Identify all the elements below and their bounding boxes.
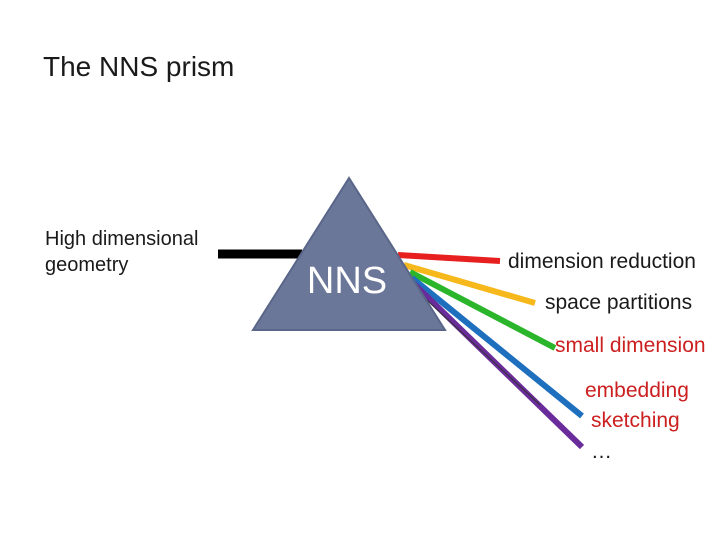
beam-dark-edge	[415, 289, 541, 406]
prism-triangle	[251, 176, 447, 331]
beam-green	[408, 269, 557, 351]
beam-yellow	[403, 262, 536, 306]
output-label-dimension-reduction: dimension reduction	[508, 250, 696, 273]
slide-title: The NNS prism	[43, 51, 235, 82]
input-label-line1: High dimensional	[45, 228, 199, 250]
prism-label: NNS	[307, 260, 387, 302]
output-label-embedding: embedding	[585, 379, 689, 402]
output-label-sketching: sketching	[591, 409, 680, 432]
output-label-ellipsis: …	[591, 440, 612, 463]
beam-red	[397, 252, 501, 264]
input-label-line2: geometry	[45, 254, 129, 276]
output-label-space-partitions: space partitions	[545, 291, 693, 314]
output-label-small-dimension: small dimension	[555, 334, 706, 357]
input-label: High dimensional geometry	[45, 226, 198, 278]
beam-blue	[410, 275, 584, 419]
